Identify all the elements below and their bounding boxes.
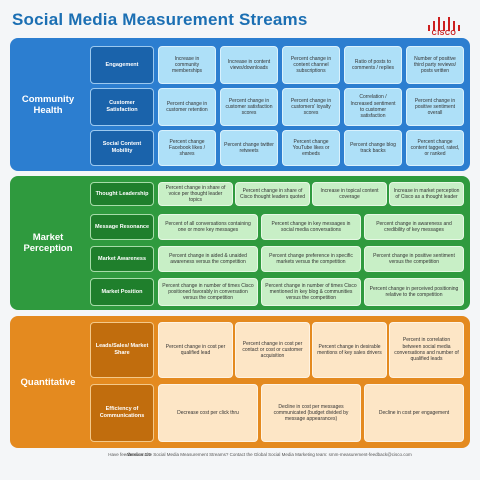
cell: Percent change in desirable mentions of …	[312, 322, 387, 378]
cell: Percent change Facebook likes / shares	[158, 130, 216, 166]
cell: Percent change in positive sentiment ove…	[406, 88, 464, 126]
cell: Percent change YouTube likes or embeds	[282, 130, 340, 166]
cell: Percent change in customer satisfaction …	[220, 88, 278, 126]
cell: Percent change in customer retention	[158, 88, 216, 126]
cell: Ratio of posts to comments / replies	[344, 46, 402, 84]
cell: Percent in correlation between social me…	[389, 322, 464, 378]
row-label-thought-leadership: Thought Leadership	[90, 182, 154, 206]
cell: Decline in cost per engagement	[364, 384, 464, 442]
cisco-logo-text: CISCO	[431, 30, 457, 37]
cell: Percent change in perceived positioning …	[364, 278, 464, 306]
cell: Increase in topical content coverage	[312, 182, 387, 206]
market-perception-section: Market Perception Thought Leadership Per…	[10, 176, 470, 310]
row-label-engagement: Engagement	[90, 46, 154, 84]
cisco-bridge-icon	[428, 17, 460, 31]
cell: Percent of all conversations containing …	[158, 214, 258, 240]
cell: Percent change in content channel subscr…	[282, 46, 340, 84]
cell: Number of positive third party reviews/ …	[406, 46, 464, 84]
cell: Increase in community memberships	[158, 46, 216, 84]
footer-text: Have feedback on the Social Media Measur…	[108, 452, 412, 457]
row-label-market-position: Market Position	[90, 278, 154, 306]
page-title: Social Media Measurement Streams	[12, 10, 308, 29]
cell: Percent change preference in specific ma…	[261, 246, 361, 272]
cell: Increase in market perception of Cisco a…	[389, 182, 464, 206]
quantitative-section: Quantitative Leads/Sales/ Market Share P…	[10, 316, 470, 448]
cell: Decrease cost per click thru	[158, 384, 258, 442]
cell: Increase in content views/downloads	[220, 46, 278, 84]
row-label-message-resonance: Message Resonance	[90, 214, 154, 240]
cell: Percent change in number of times Cisco …	[158, 278, 258, 306]
cell: Percent change in number of times Cisco …	[261, 278, 361, 306]
row-label-efficiency-of-communications: Efficiency of Communications	[90, 384, 154, 442]
category-label: Quantitative	[20, 376, 76, 388]
cell: Percent change in awareness and credibil…	[364, 214, 464, 240]
cell: Percent change in positive sentiment ver…	[364, 246, 464, 272]
row-label-customer-satisfaction: Customer Satisfaction	[90, 88, 154, 126]
version-label: Version 1.0	[127, 452, 151, 457]
cell: Percent change in key messages in social…	[261, 214, 361, 240]
cell: Percent change in cost per qualified lea…	[158, 322, 233, 378]
category-label: Community Health	[21, 93, 75, 116]
community-health-section: Community Health Engagement Increase in …	[10, 38, 470, 171]
cell: Percent change in customers' loyalty sco…	[282, 88, 340, 126]
category-label: Market Perception	[23, 232, 73, 254]
cell: Percent change content tagged, rated, or…	[406, 130, 464, 166]
cell: Percent change blog track backs	[344, 130, 402, 166]
cell: Decline in cost per messages communicate…	[261, 384, 361, 442]
cell: Percent change in share of Cisco thought…	[235, 182, 310, 206]
cell: Percent change in aided & unaided awaren…	[158, 246, 258, 272]
cell: Percent change in share of voice per tho…	[158, 182, 233, 206]
cell: Percent change in cost per contact or co…	[235, 322, 310, 378]
row-label-leads-sales-market-share: Leads/Sales/ Market Share	[90, 322, 154, 378]
cell: Correlation / Increased sentiment to cus…	[344, 88, 402, 126]
cell: Percent change twitter retweets	[220, 130, 278, 166]
row-label-market-awareness: Market Awareness	[90, 246, 154, 272]
row-label-social-content-mobility: Social Content Mobility	[90, 130, 154, 166]
